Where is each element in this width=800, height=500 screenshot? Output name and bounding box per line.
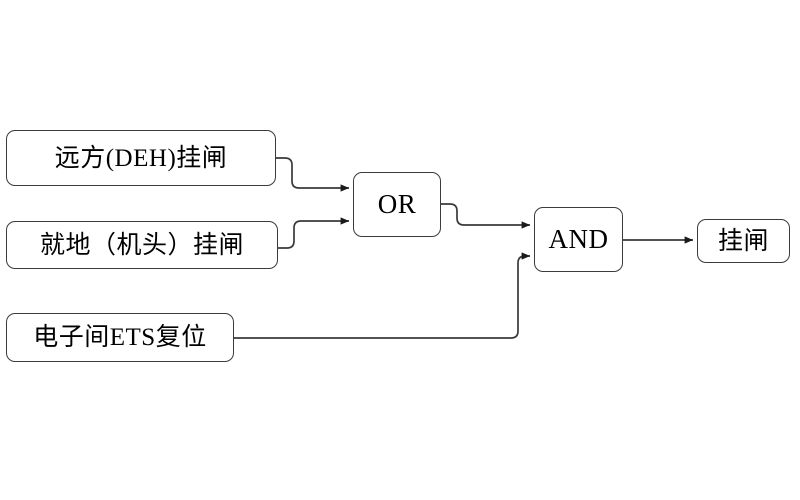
wire-local-to-or xyxy=(278,217,350,249)
input-node-local-head-label: 就地（机头）挂闸 xyxy=(39,231,244,259)
wire-remote-to-or xyxy=(276,157,350,192)
input-node-ets-reset[interactable]: 电子间ETS复位 xyxy=(6,313,234,362)
gate-and-label: AND xyxy=(548,224,609,254)
input-node-remote-deh[interactable]: 远方(DEH)挂闸 xyxy=(6,130,276,186)
output-node-latch[interactable]: 挂闸 xyxy=(697,219,790,263)
wire-ets-to-and xyxy=(234,252,531,339)
gate-or[interactable]: OR xyxy=(353,172,441,237)
input-node-ets-reset-label: 电子间ETS复位 xyxy=(33,324,207,351)
gate-or-label: OR xyxy=(377,189,417,219)
wire-or-to-and xyxy=(441,203,531,229)
input-node-remote-deh-label: 远方(DEH)挂闸 xyxy=(54,144,228,172)
gate-and[interactable]: AND xyxy=(534,207,623,272)
output-node-latch-label: 挂闸 xyxy=(717,227,769,255)
input-node-local-head[interactable]: 就地（机头）挂闸 xyxy=(6,221,278,269)
